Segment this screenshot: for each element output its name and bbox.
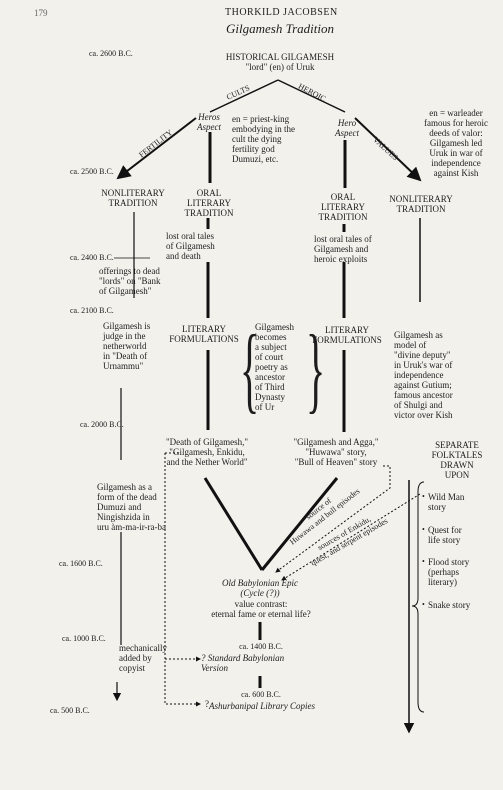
offerings-text: offerings to dead "lords" on "Bank of Gi…	[99, 266, 161, 296]
date-2600: ca. 2600 B.C.	[89, 49, 133, 58]
court-poetry-brace-right: }	[306, 314, 326, 423]
date-1600: ca. 1600 B.C.	[59, 559, 103, 568]
nonliterary-left: NONLITERARY TRADITION	[101, 188, 165, 208]
folktale-quest: Quest for life story	[428, 525, 462, 545]
mechanically-added: mechanically added by copyist	[119, 643, 167, 673]
en-warleader: en = warleader famous for heroic deeds o…	[424, 108, 488, 178]
date-1000: ca. 1000 B.C.	[62, 634, 106, 643]
heros-aspect-left: Heros Aspect	[197, 112, 221, 132]
branch-fertility	[116, 117, 197, 180]
hero-aspect-right: Hero Aspect	[335, 118, 359, 138]
literary-right: LITERARY FORMULATIONS	[312, 325, 382, 345]
diagram-title: Gilgamesh Tradition	[226, 21, 334, 36]
branch-heroic	[277, 79, 346, 113]
judge-netherworld: Gilgamesh is judge in the netherworld in…	[103, 321, 151, 371]
date-1400: ca. 1400 B.C.	[239, 642, 283, 651]
value-contrast: value contrast: eternal fame or eternal …	[211, 599, 311, 619]
old-babylonian-epic: Old Babylonian Epic (Cycle (?))	[222, 578, 298, 598]
agga-box: "Gilgamesh and Agga," "Huwawa" story, "B…	[293, 437, 379, 467]
date-2400: ca. 2400 B.C.	[70, 253, 114, 262]
date-600: ca. 600 B.C.	[241, 690, 281, 699]
v-left	[203, 477, 264, 571]
date-2500: ca. 2500 B.C.	[70, 167, 114, 176]
dotted-agga	[275, 465, 391, 573]
dotted-folktales	[281, 493, 421, 581]
folktale-bullet-2: •	[422, 525, 425, 534]
date-500: ca. 500 B.C.	[50, 706, 90, 715]
date-2100: ca. 2100 B.C.	[70, 306, 114, 315]
dead-dumuzi: Gilgamesh as a form of the dead Dumuzi a…	[97, 482, 167, 532]
court-poetry: Gilgamesh becomes a subject of court poe…	[255, 322, 294, 412]
lost-tales-right: lost oral tales of Gilgamesh and heroic …	[314, 234, 372, 264]
folktale-bullet-4: •	[422, 600, 425, 609]
v-right	[260, 477, 339, 571]
oral-left: ORAL LITERARY TRADITION	[184, 188, 234, 218]
question-mark: ?	[205, 699, 209, 709]
folktale-bullets: •	[422, 492, 425, 501]
en-priest-king: en = priest-king embodying in the cult t…	[232, 114, 295, 164]
oral-right: ORAL LITERARY TRADITION	[318, 192, 368, 222]
folktale-flood: Flood story (perhaps literary)	[428, 557, 470, 587]
death-of-gilgamesh-box: "Death of Gilgamesh," "Gilgamesh, Enkidu…	[165, 437, 249, 467]
page-number: 179	[34, 8, 48, 18]
ashurbanipal: Ashurbanipal Library Copies	[208, 701, 315, 711]
folktale-bracket	[411, 481, 425, 713]
court-poetry-brace-left: {	[240, 314, 260, 423]
date-2000: ca. 2000 B.C.	[80, 420, 124, 429]
lost-tales-left: lost oral tales of Gilgamesh and death	[166, 231, 215, 261]
folktale-wild-man: Wild Man story	[428, 492, 465, 512]
author-header: THORKILD JACOBSEN	[225, 7, 338, 18]
separate-folktales: SEPARATE FOLKTALES DRAWN UPON	[431, 440, 483, 480]
standard-babylonian: ? Standard Babylonian Version	[201, 653, 285, 673]
folktale-snake: Snake story	[428, 600, 471, 610]
folktale-bullet-3: •	[422, 557, 425, 566]
branch-values	[354, 117, 422, 182]
divine-deputy: Gilgamesh as model of "divine deputy" in…	[394, 330, 453, 420]
branch-cults	[209, 79, 279, 113]
literary-left: LITERARY FORMULATIONS	[169, 324, 239, 344]
historical-gilgamesh: HISTORICAL GILGAMESH "lord" (en) of Uruk	[225, 52, 335, 72]
nonliterary-right: NONLITERARY TRADITION	[389, 194, 453, 214]
